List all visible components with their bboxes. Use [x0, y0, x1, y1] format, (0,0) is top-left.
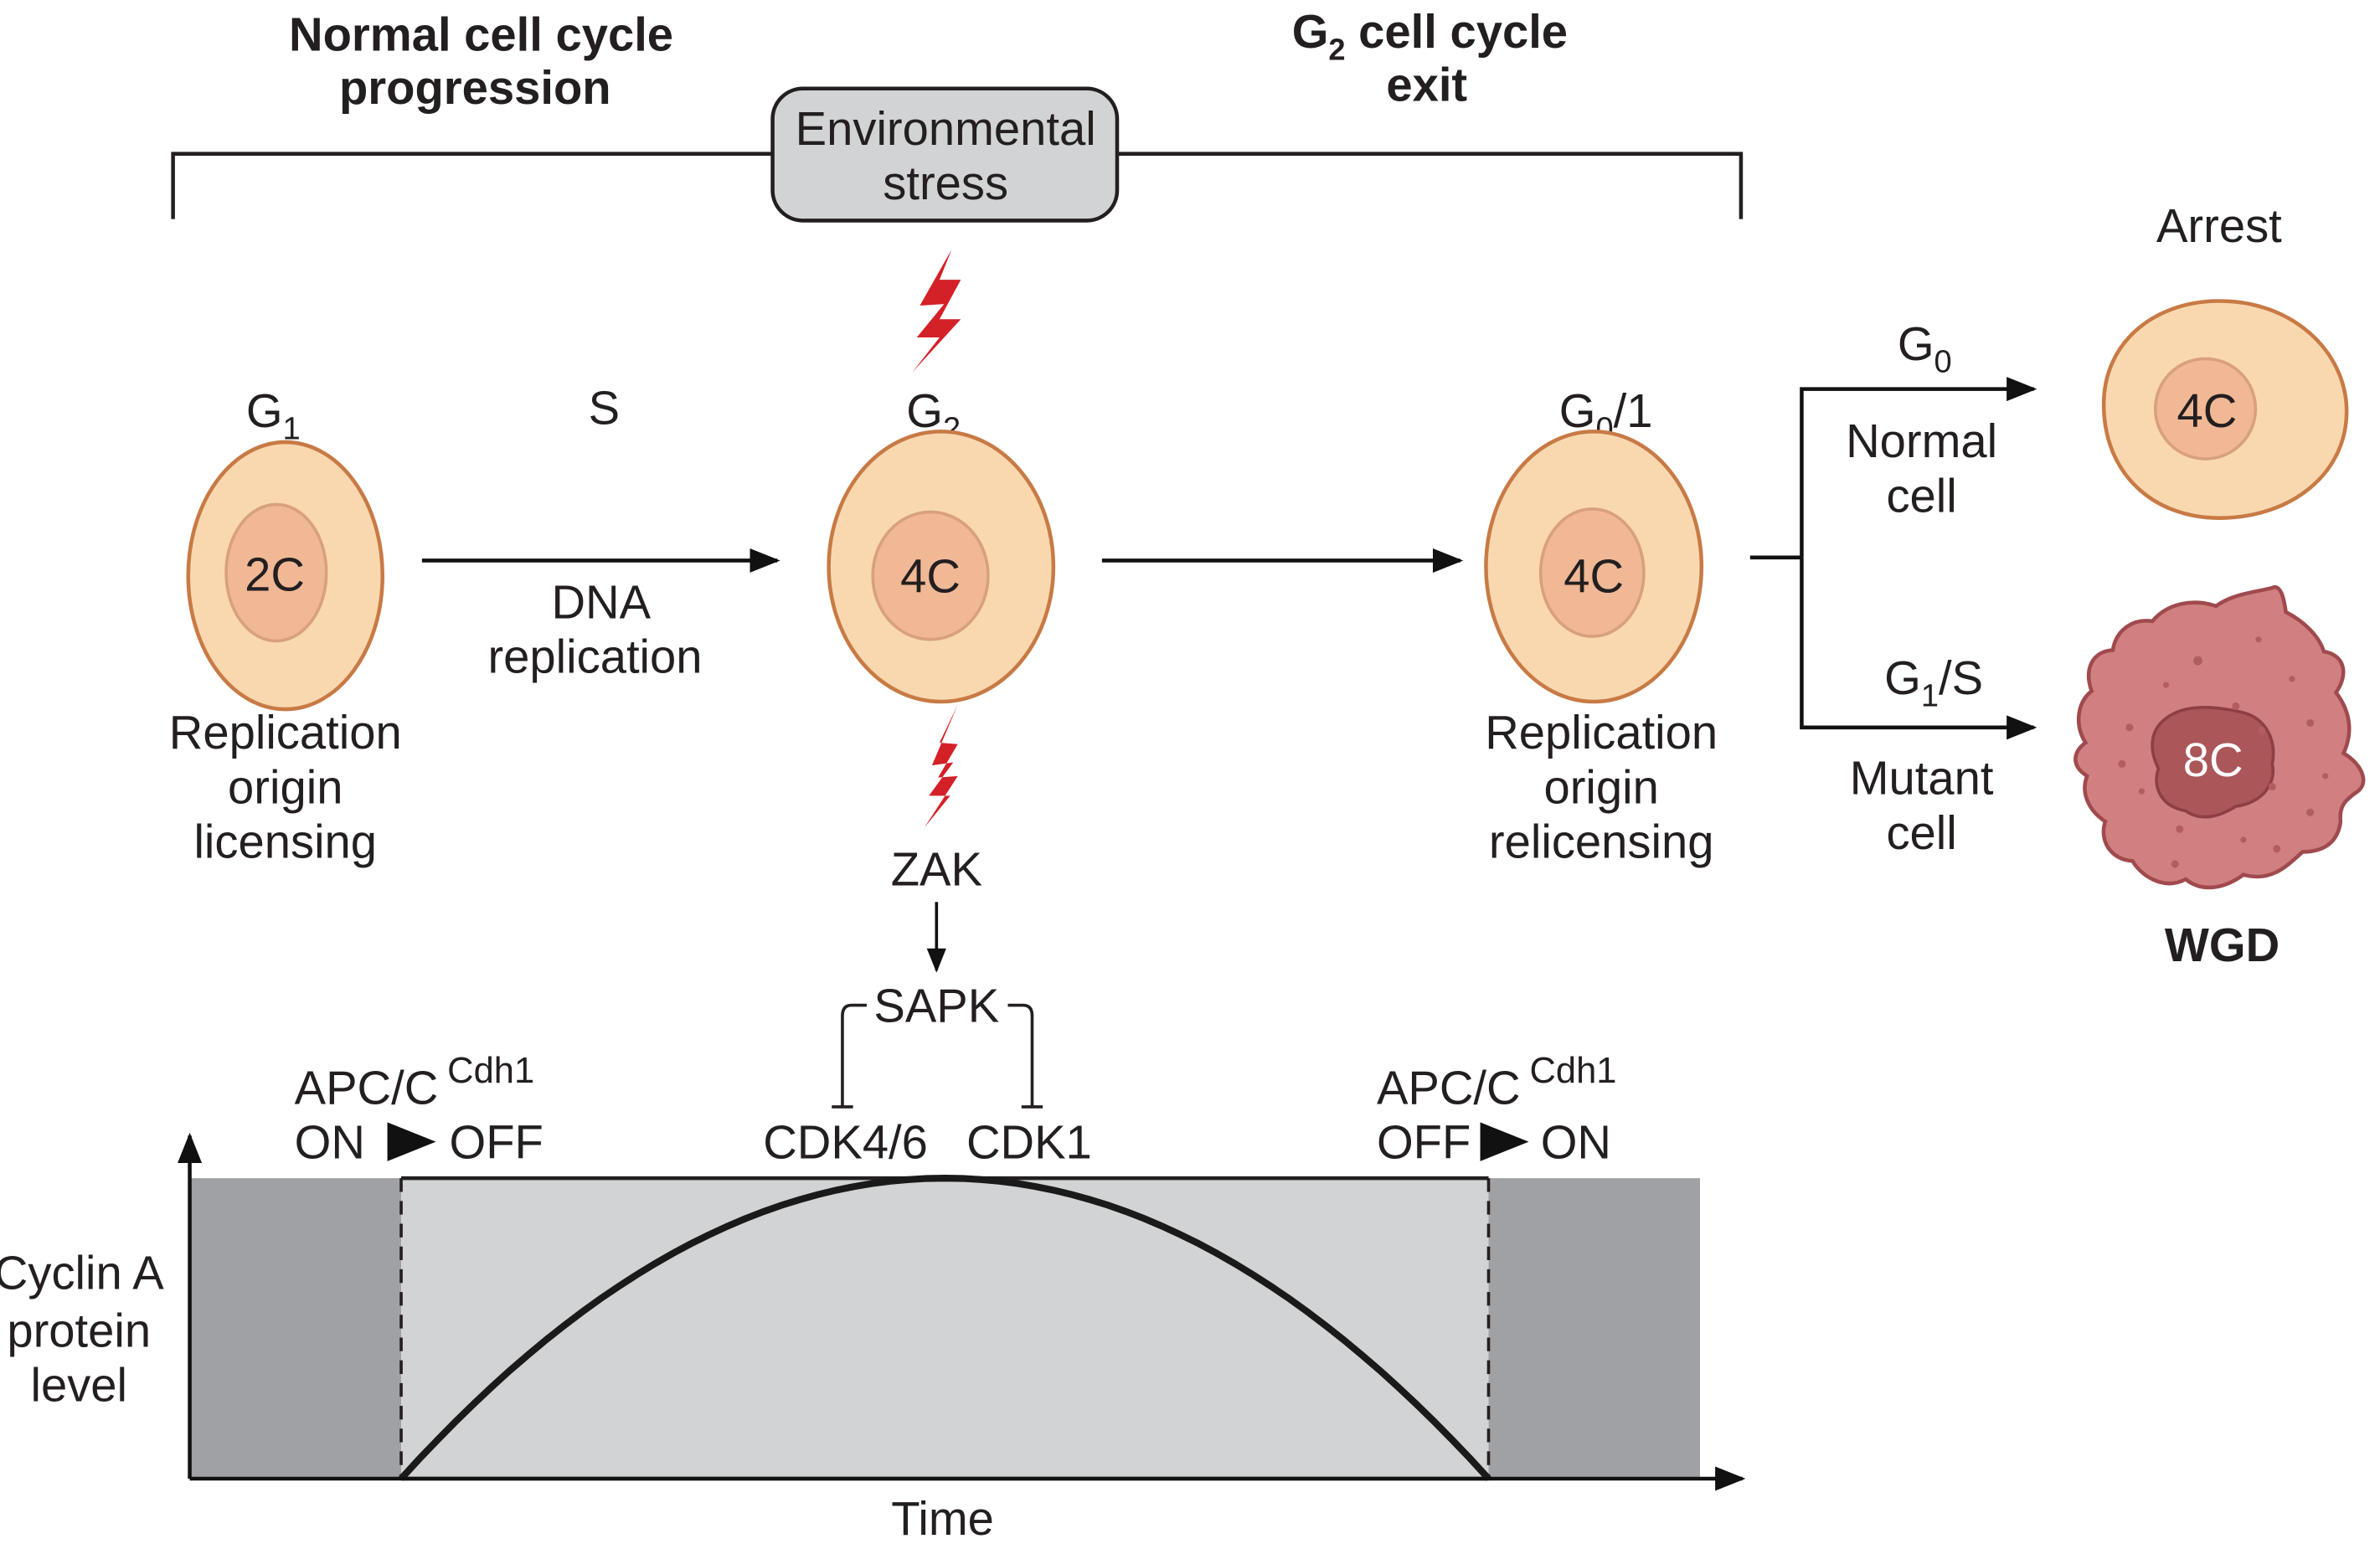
- environmental-stress-box: Environmental stress: [770, 86, 1120, 223]
- dna-replication-line-1: DNA: [551, 575, 651, 628]
- heading-line-2: progression: [339, 61, 611, 114]
- cell-arrest: 4C: [2101, 299, 2349, 520]
- pathway-cdk46: CDK4/6: [763, 1116, 928, 1169]
- pathway-cdk1: CDK1: [966, 1116, 1092, 1169]
- cell-wgd-mutant: 8C: [2073, 585, 2366, 890]
- phase-label-g0-1: G0/1: [1559, 384, 1653, 447]
- dna-content-label: 4C: [2177, 384, 2237, 437]
- dna-replication-line-2: replication: [487, 630, 702, 683]
- chart-region-apc-off: [401, 1178, 1489, 1479]
- svg-text:Replication: Replication: [1485, 706, 1718, 759]
- x-axis-label: Time: [891, 1492, 994, 1545]
- branch-arrow-normal: [1800, 377, 2037, 558]
- phase-label-s: S: [589, 381, 620, 434]
- svg-text:G2 cell cycle: G2 cell cycle: [1292, 5, 1568, 67]
- dna-content-label: 8C: [2183, 733, 2243, 786]
- apc-right-to: ON: [1541, 1116, 1611, 1169]
- cell-g1: 2C: [186, 440, 385, 712]
- svg-text:relicensing: relicensing: [1489, 816, 1714, 868]
- apc-right-from: OFF: [1377, 1116, 1471, 1169]
- cell-g0-1: 4C: [1484, 430, 1704, 704]
- heading-g2-base: G: [1292, 5, 1329, 58]
- apc-left-to: OFF: [450, 1116, 543, 1169]
- outcome-arrest-label: Arrest: [2156, 199, 2282, 252]
- stress-line-2: stress: [883, 157, 1008, 209]
- caption-origin-licensing: Replication origin licensing: [169, 706, 402, 868]
- chart-region-apc-on-before: [189, 1178, 402, 1479]
- svg-text:origin: origin: [1543, 760, 1658, 813]
- cell-g2: 4C: [827, 430, 1056, 704]
- inhibition-sapk-cdk1: [1007, 1003, 1043, 1109]
- lightning-bolt-icon: [912, 249, 961, 373]
- chart-region-apc-on-after: [1488, 1178, 1700, 1479]
- outcome-wgd-label: WGD: [2165, 919, 2280, 971]
- svg-text:Replication: Replication: [169, 706, 402, 759]
- y-axis-label-line-3: level: [30, 1359, 127, 1412]
- heading-normal-progression: Normal cell cycle progression: [289, 8, 673, 113]
- phase-label-g1-s: G1/S: [1884, 651, 1983, 714]
- pathway-sapk: SAPK: [873, 979, 999, 1032]
- heading-g2-rest: cell cycle: [1346, 5, 1568, 58]
- cyclin-a-curve: [399, 1175, 1491, 1481]
- phase-label-g1: G1: [246, 384, 301, 447]
- heading-exit: exit: [1386, 58, 1467, 111]
- phase-label-g0: G0: [1898, 317, 1952, 380]
- branch-arrow-mutant: [1800, 557, 2037, 740]
- dna-content-label: 2C: [245, 548, 305, 601]
- heading-g2-exit: G2 cell cycle exit: [1292, 5, 1568, 111]
- lightning-bolt-icon: [924, 704, 958, 828]
- y-axis-label-line-1: Cyclin A: [0, 1246, 164, 1299]
- heading-g2-sub: 2: [1328, 32, 1345, 66]
- dna-content-label: 4C: [1563, 550, 1624, 603]
- stress-line-1: Environmental: [796, 102, 1096, 155]
- cyclin-a-chart: Cyclin A protein level Time: [0, 1132, 1746, 1545]
- svg-text:origin: origin: [228, 760, 343, 813]
- caption-origin-relicensing: Replication origin relicensing: [1485, 706, 1718, 868]
- y-axis-label-line-2: protein: [7, 1304, 151, 1356]
- branch-label-normal-2: cell: [1886, 469, 1956, 522]
- apc-left-from: ON: [295, 1116, 365, 1169]
- mutant-cell-speckles: [2118, 636, 2329, 868]
- svg-text:licensing: licensing: [193, 816, 377, 868]
- dna-content-label: 4C: [900, 550, 961, 603]
- pathway-zak: ZAK: [891, 842, 982, 895]
- inhibition-sapk-cdk46: [832, 1003, 867, 1109]
- heading-line-1: Normal cell cycle: [289, 8, 673, 60]
- branch-label-mutant-1: Mutant: [1850, 752, 1994, 805]
- branch-label-normal-1: Normal: [1846, 414, 1997, 467]
- branch-label-mutant-2: cell: [1886, 806, 1956, 859]
